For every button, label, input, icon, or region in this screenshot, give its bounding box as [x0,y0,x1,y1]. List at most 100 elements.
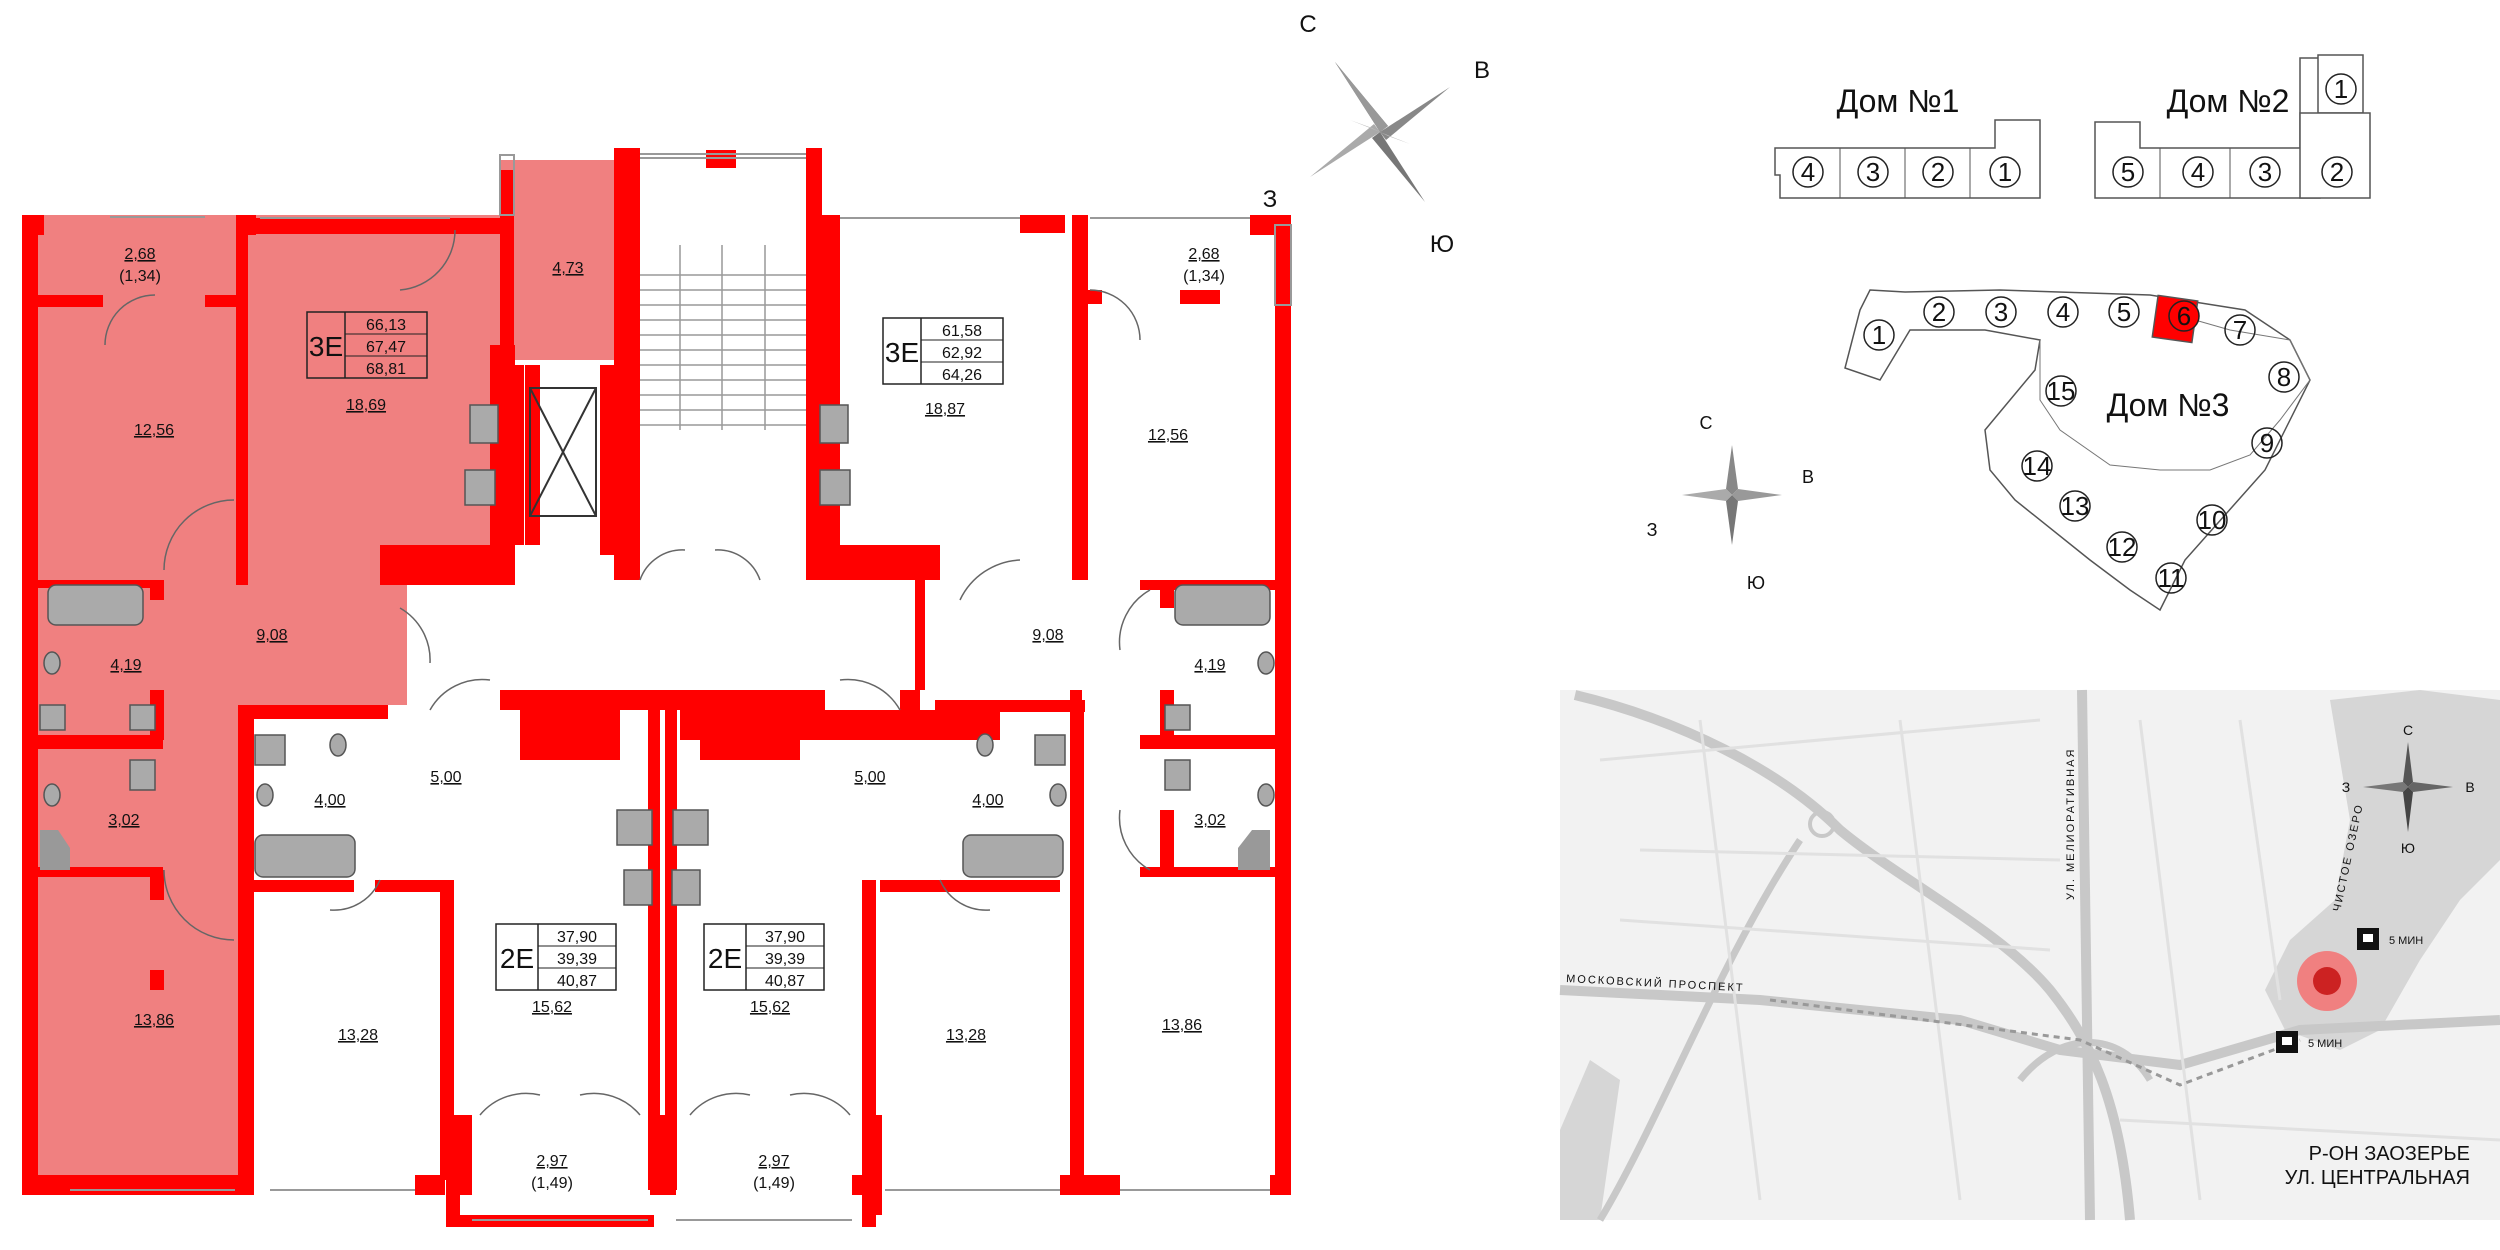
section-number-selected: 6 [2177,301,2191,331]
apartment-area-total: 67,47 [366,339,406,356]
walk-time-2: 5 МИН [2308,1038,2342,1050]
section-number: 9 [2260,428,2274,458]
stoves [464,404,851,906]
room-area: 4,19 [110,657,141,674]
compass-rose-large: С В Ю З [1263,11,1490,258]
room-labels: 2,68 (1,34) 4,73 18,69 12,56 9,08 4,19 3… [108,246,1225,1192]
apartment-type: 2Е [500,943,534,974]
room-area: 4,19 [1194,657,1225,674]
section-number: 3 [1994,297,2008,327]
apartment-type: 3Е [309,331,343,362]
apartment-area-full: 40,87 [557,973,597,990]
site-house-1: Дом №1 4 3 2 1 [1774,83,2041,199]
section-number: 8 [2277,362,2291,392]
room-area: 3,02 [1194,812,1225,829]
apartment-tag-2e-left: 2Е 37,90 39,39 40,87 [495,923,617,991]
apartment-tag-2e-right: 2Е 37,90 39,39 40,87 [703,923,825,991]
apartment-area-total: 39,39 [557,951,597,968]
section-number: 4 [1801,157,1815,187]
section-number: 3 [1866,157,1880,187]
room-area: 5,00 [854,769,885,786]
apartment-tag-3e-mid: 3Е 61,58 62,92 64,26 [882,317,1004,385]
section-number: 13 [2061,491,2090,521]
apartment-type: 2Е [708,943,742,974]
room-area: 2,97 [758,1153,789,1170]
compass-south-label: Ю [1430,231,1454,258]
room-area: 18,69 [346,397,386,414]
doors [104,229,1151,1116]
map-street-label: УЛ. ЦЕНТРАЛЬНАЯ [2285,1167,2470,1189]
section-number: 5 [2121,157,2135,187]
apartment-area-living: 61,58 [942,323,982,340]
compass-north-label: С [1299,11,1316,38]
section-number: 11 [2158,563,2185,593]
apartment-area-full: 68,81 [366,361,406,378]
section-number: 2 [1932,297,1946,327]
room-area: 3,02 [108,812,139,829]
apartment-area-living: 37,90 [557,929,597,946]
section-number: 1 [2334,74,2348,104]
house-3-title: Дом №3 [2107,387,2230,423]
section-number: 4 [2191,157,2205,187]
location-map: МОСКОВСКИЙ ПРОСПЕКТ УЛ. МЕЛИОРАТИВНАЯ ЧИ… [1559,689,2500,1222]
apartment-type: 3Е [885,337,919,368]
section-number: 15 [2047,376,2076,406]
apartment-area-full: 64,26 [942,367,982,384]
selected-apartment-fill [22,160,625,1190]
room-area: 2,97 [536,1153,567,1170]
section-number: 12 [2108,532,2137,562]
section-number: 3 [2258,157,2272,187]
compass-west-label: З [1647,520,1658,540]
compass-south-label: Ю [2401,840,2415,856]
section-number: 7 [2233,315,2247,345]
compass-east-label: В [1802,467,1814,487]
site-house-2: Дом №2 5 4 3 2 1 [2094,54,2371,199]
bathtubs [47,584,1271,878]
walk-time-1: 5 МИН [2389,935,2423,947]
compass-rose-map: С В Ю З [2342,722,2475,856]
section-number: 10 [2198,505,2227,535]
room-area: (1,34) [1183,268,1225,285]
windows [70,153,1292,1221]
room-area: 9,08 [256,627,287,644]
room-area: 13,28 [338,1027,378,1044]
section-number: 2 [2330,157,2344,187]
room-area: 4,73 [552,260,583,277]
room-area: 13,86 [134,1012,174,1029]
map-district-label: Р-ОН ЗАОЗЕРЬЕ [2309,1143,2470,1165]
room-area: 4,00 [314,792,345,809]
section-number: 14 [2023,451,2052,481]
compass-east-label: В [2465,779,2474,795]
compass-west-label: З [1263,186,1278,213]
floor-plan: 2,68 (1,34) 4,73 18,69 12,56 9,08 4,19 3… [22,148,1292,1227]
section-number: 2 [1931,157,1945,187]
compass-rose-small: С В Ю З [1647,413,1814,593]
section-number: 5 [2117,297,2131,327]
room-area: (1,49) [753,1175,795,1192]
room-area: 18,87 [925,401,965,418]
walls [22,148,1291,1227]
room-area: 13,28 [946,1027,986,1044]
compass-east-label: В [1474,57,1490,84]
section-number: 1 [1872,320,1886,350]
compass-north-label: С [2403,722,2413,738]
apartment-area-living: 66,13 [366,317,406,334]
site-house-3: Дом №3 1 2 3 4 5 6 7 8 9 10 11 12 [1844,289,2311,612]
apartment-area-total: 62,92 [942,345,982,362]
room-area: 4,00 [972,792,1003,809]
stairs [640,245,806,430]
section-number: 1 [1998,157,2012,187]
room-area: 2,68 [1188,246,1219,263]
room-area: 15,62 [532,999,572,1016]
room-area: (1,49) [531,1175,573,1192]
toilets [39,651,1275,807]
apartment-area-total: 39,39 [765,951,805,968]
lift-shaft [529,387,597,517]
room-area: 2,68 [124,246,155,263]
house-2-title: Дом №2 [2167,83,2290,119]
apartment-area-living: 37,90 [765,929,805,946]
room-area: (1,34) [119,268,161,285]
compass-west-label: З [2342,779,2350,795]
compass-south-label: Ю [1747,573,1765,593]
balcony-left-bottom-fill [40,830,1270,870]
